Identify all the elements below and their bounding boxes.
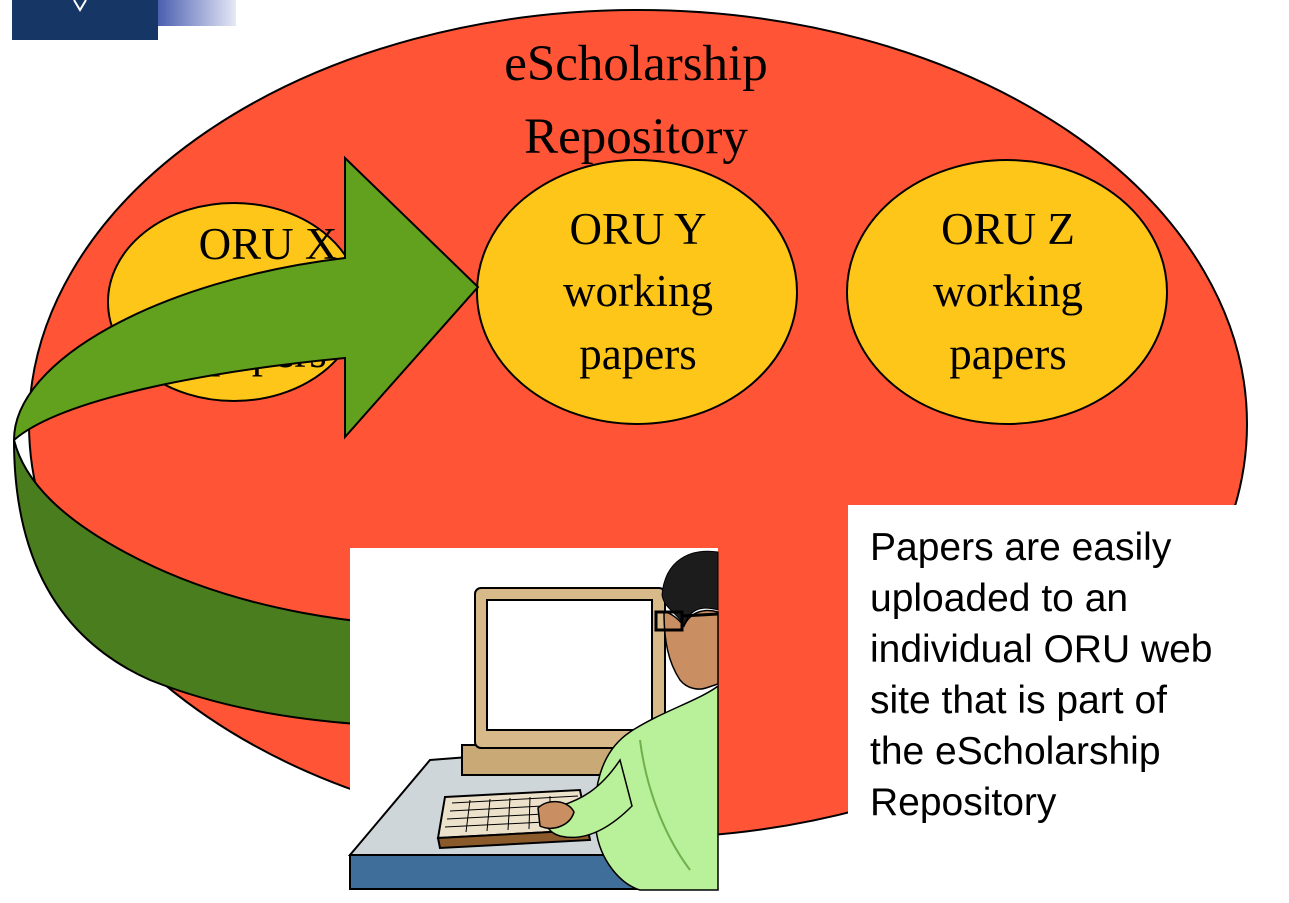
caption-text: Papers are easily uploaded to an individ…	[870, 522, 1280, 828]
person-at-computer-icon	[347, 548, 719, 891]
unit-label-line3: papers	[949, 329, 1066, 379]
caption-line: Papers are easily	[870, 526, 1172, 569]
caption-backdrop	[848, 505, 1289, 898]
institution-logo-icon	[12, 0, 236, 40]
caption-line: uploaded to an	[870, 577, 1129, 620]
repository-title-line2: Repository	[524, 109, 748, 165]
unit-label-line1: ORU Z	[941, 204, 1075, 254]
unit-oval	[846, 159, 1168, 425]
caption-line: the eScholarship	[870, 730, 1161, 773]
unit-oru-y: ORU Y working papers	[476, 159, 798, 425]
unit-label-line3: papers	[579, 329, 696, 379]
unit-oval	[476, 159, 798, 425]
unit-label-line2: working	[563, 266, 713, 316]
caption-line: individual ORU web	[870, 628, 1213, 671]
unit-oru-z: ORU Z working papers	[846, 159, 1168, 425]
unit-label-line1: ORU X	[199, 219, 338, 269]
arrow-upper-band	[12, 155, 480, 443]
repository-title-line1: eScholarship	[504, 36, 767, 92]
unit-label-line2: working	[933, 266, 1083, 316]
caption-line: site that is part of	[870, 679, 1167, 722]
caption-line: Repository	[870, 781, 1057, 824]
unit-label-line1: ORU Y	[569, 204, 706, 254]
